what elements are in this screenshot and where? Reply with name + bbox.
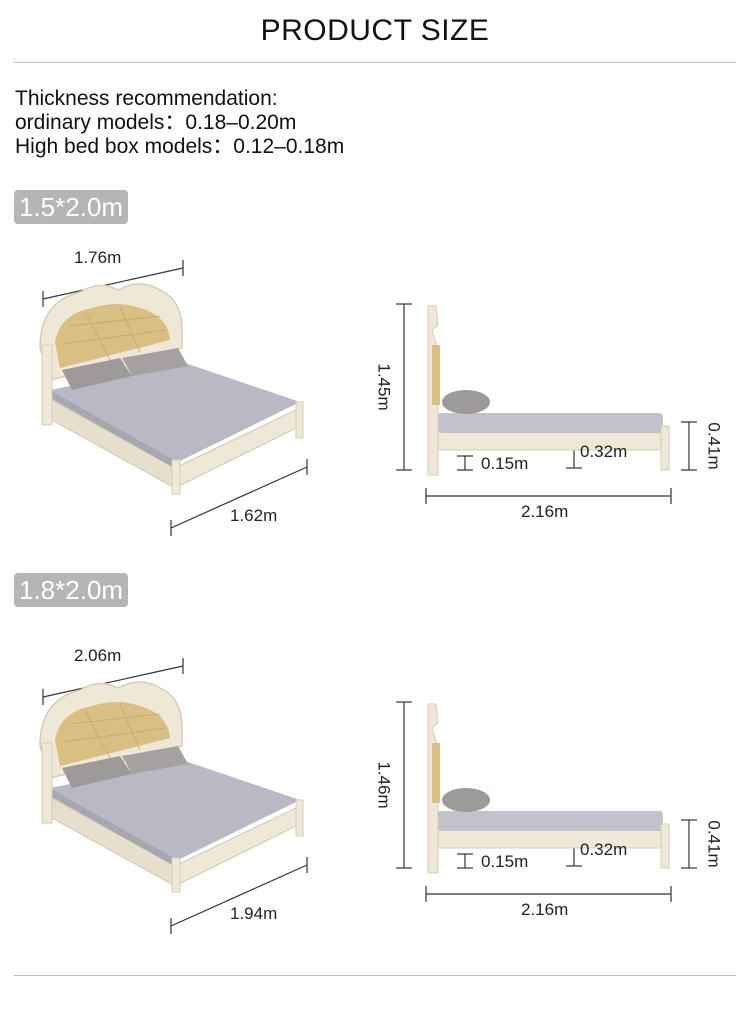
leg-height-line <box>457 455 473 471</box>
bed-side-illustration <box>427 703 670 874</box>
recommendation-heading: Thickness recommendation: <box>15 87 278 110</box>
size-badge: 1.8*2.0m <box>14 573 129 607</box>
height-label: 1.46m <box>374 761 394 809</box>
height-label: 1.45m <box>374 363 394 411</box>
height-line <box>396 303 412 471</box>
thickness-recommendation: Thickness recommendation: ordinary model… <box>15 87 344 159</box>
bed-width-line <box>170 857 308 934</box>
bed-diagram <box>39 260 697 536</box>
height-line <box>396 701 412 869</box>
length-label: 2.16m <box>521 502 569 521</box>
headboard-width-label: 2.06m <box>74 646 122 665</box>
bed-perspective-illustration <box>39 283 304 495</box>
frame-depth-label: 0.32m <box>580 840 628 859</box>
headboard-width-label: 1.76m <box>74 248 122 267</box>
bed-width-label: 1.94m <box>230 904 278 923</box>
recommendation-ordinary: ordinary models：0.18–0.20m <box>15 111 297 134</box>
leg-height-label: 0.15m <box>481 454 529 473</box>
bed-diagram <box>39 658 697 934</box>
headboard-width-line <box>42 260 184 307</box>
size-section-2: 2.06m 1.94m 1.46m 0.15m 0.32m 0.41m 2.16… <box>0 628 750 1028</box>
side-height-label: 0.41m <box>704 422 724 470</box>
top-divider <box>14 62 736 63</box>
recommendation-high-box: High bed box models：0.12–0.18m <box>15 135 345 158</box>
page-title: PRODUCT SIZE <box>260 14 490 47</box>
leg-height-label: 0.15m <box>481 852 529 871</box>
bed-width-label: 1.62m <box>230 506 278 525</box>
headboard-width-line <box>42 658 184 705</box>
length-label: 2.16m <box>521 900 569 919</box>
bed-perspective-illustration <box>39 681 304 893</box>
side-height-line <box>681 421 697 471</box>
bed-width-line <box>170 459 308 536</box>
side-height-line <box>681 819 697 869</box>
size-badge: 1.5*2.0m <box>14 190 129 224</box>
frame-depth-label: 0.32m <box>580 442 628 461</box>
leg-height-line <box>457 853 473 869</box>
bottom-divider <box>14 975 736 976</box>
length-line <box>425 886 672 902</box>
length-line <box>425 488 672 504</box>
bed-side-illustration <box>427 305 670 476</box>
side-height-label: 0.41m <box>704 820 724 868</box>
size-section-1: 1.76m 1.62m 1.45m 0.15m 0.32m 0.41m 2.16… <box>0 230 750 630</box>
